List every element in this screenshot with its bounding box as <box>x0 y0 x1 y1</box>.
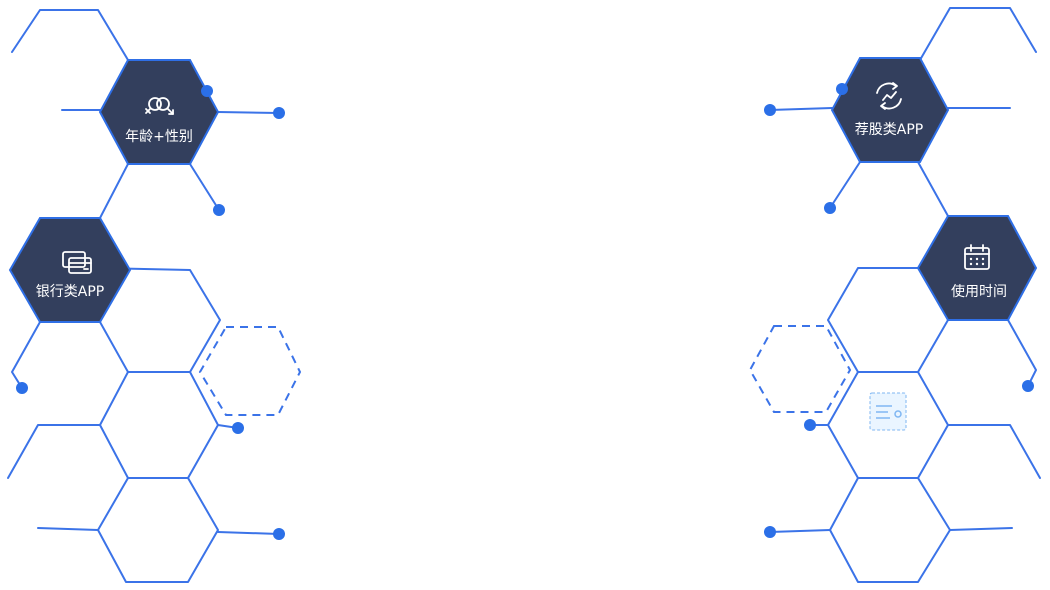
stock-trend-icon <box>876 82 902 110</box>
hex-outline <box>97 477 219 583</box>
hex-outline <box>99 371 219 479</box>
connector-line <box>829 161 861 209</box>
calendar-icon <box>964 244 990 270</box>
connector-dot <box>213 204 225 216</box>
connector-dot <box>273 528 285 540</box>
hex-outline <box>99 267 221 373</box>
node-label: 使用时间 <box>951 283 1007 300</box>
right-hex-network <box>748 7 1041 583</box>
connector-dots <box>16 83 1034 540</box>
left-hex-network <box>7 9 302 583</box>
connector-dot <box>201 85 213 97</box>
node-label: 荐股类APP <box>855 122 923 138</box>
placeholder-image-icon <box>869 392 907 431</box>
connector-dot <box>764 526 776 538</box>
cards-icon <box>62 251 92 274</box>
hex-outline <box>827 267 949 373</box>
connector-dot <box>16 382 28 394</box>
node-stock-app: 荐股类APP <box>830 57 950 163</box>
dashed-hex <box>198 326 302 416</box>
connector-dot <box>764 104 776 116</box>
gender-icon <box>145 97 174 115</box>
connector-line <box>1007 319 1037 387</box>
connector-dot <box>1022 380 1034 392</box>
connector-line <box>37 527 99 531</box>
hex-outline <box>827 371 949 479</box>
node-label: 年龄+性别 <box>125 129 193 145</box>
node-label: 银行类APP <box>36 284 104 300</box>
connector-line <box>917 161 949 217</box>
hex-outline <box>11 9 129 61</box>
hex-outline <box>7 424 101 479</box>
node-bank-app: 银行类APP <box>8 217 132 323</box>
dashed-hex <box>748 325 852 413</box>
connector-dot <box>836 83 848 95</box>
connector-line <box>769 529 831 533</box>
connector-line <box>11 321 41 389</box>
connector-line <box>189 163 220 211</box>
connector-line <box>217 531 280 535</box>
hex-outline <box>919 7 1037 61</box>
connector-line <box>949 527 1013 531</box>
hex-outline <box>829 477 951 583</box>
connector-dot <box>804 419 816 431</box>
connector-line <box>217 111 280 114</box>
connector-dot <box>273 107 285 119</box>
connector-dot <box>232 422 244 434</box>
connector-dot <box>824 202 836 214</box>
node-usage-time: 使用时间 <box>916 215 1038 321</box>
node-age-gender: 年龄+性别 <box>98 59 220 165</box>
connector-line <box>769 107 833 111</box>
hex-outline <box>947 424 1041 479</box>
connector-line <box>99 163 129 219</box>
